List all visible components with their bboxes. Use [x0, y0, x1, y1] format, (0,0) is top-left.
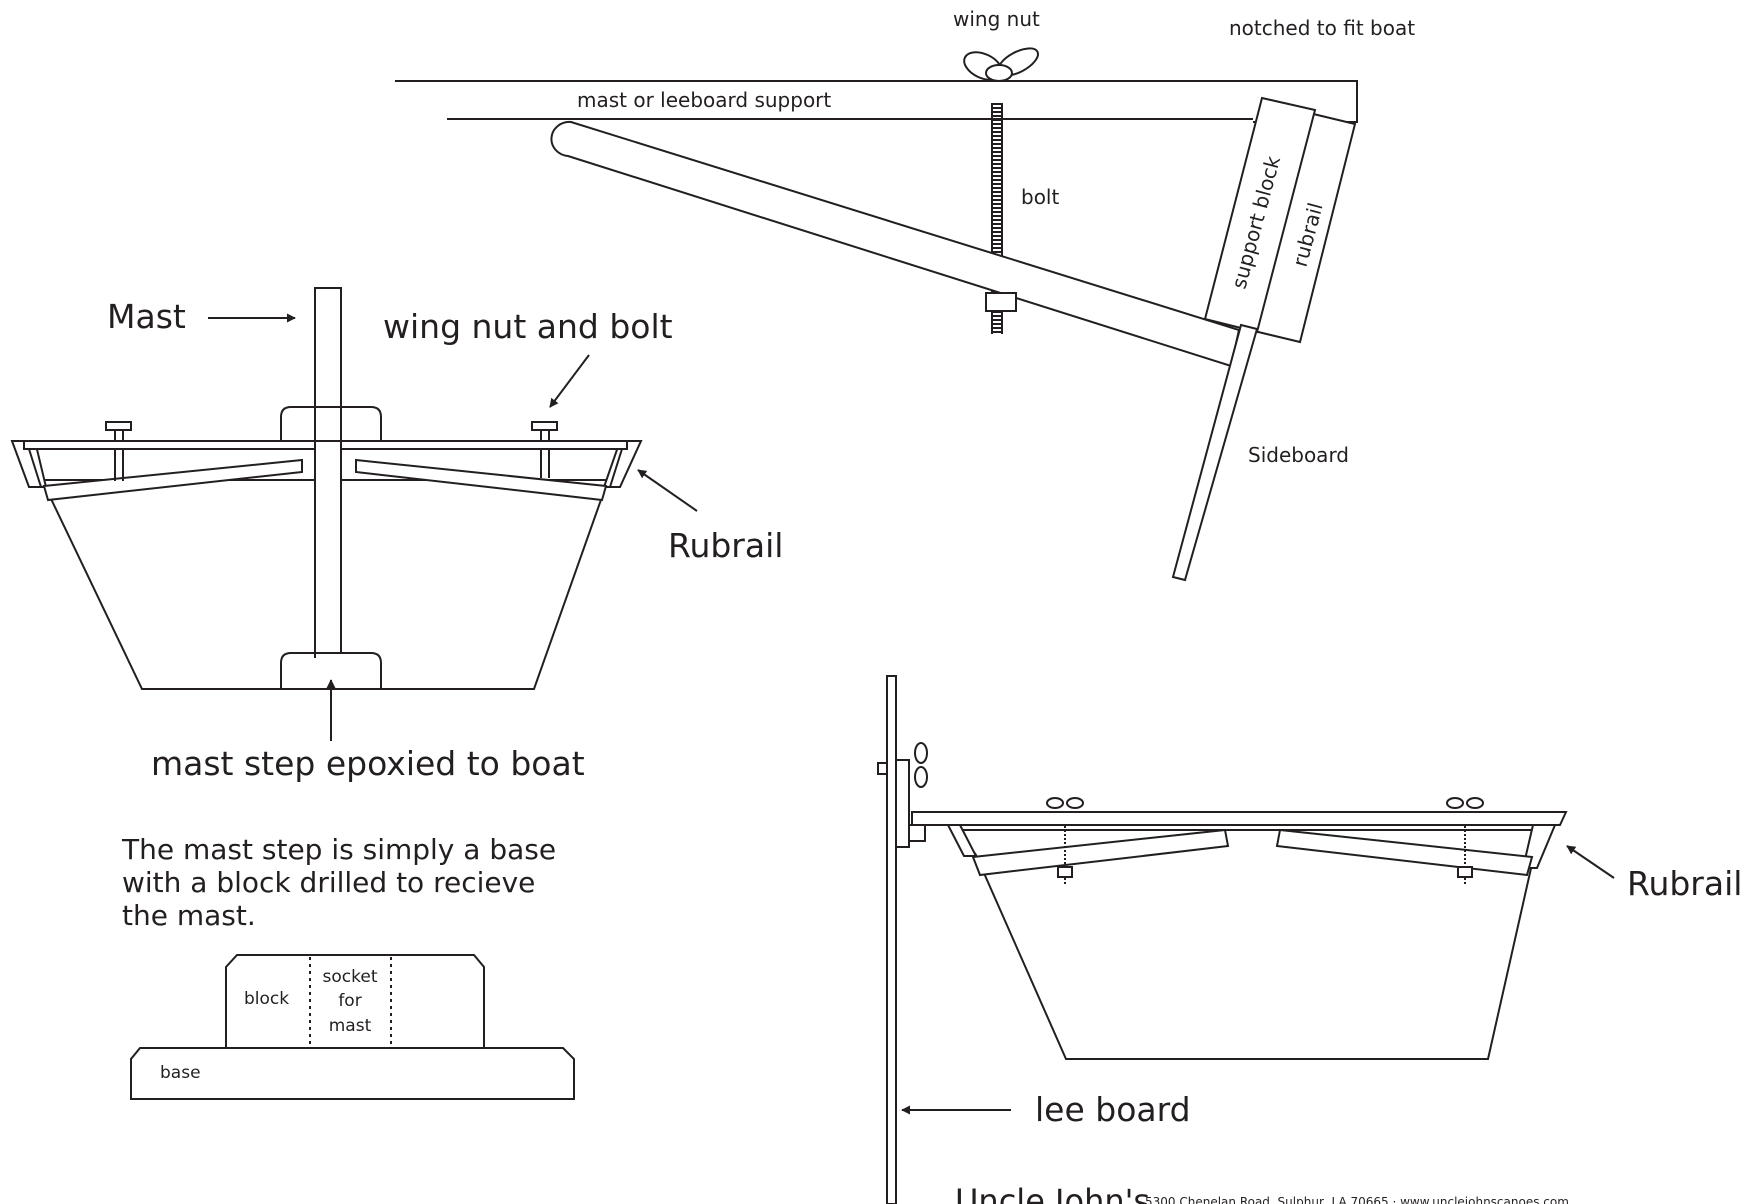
note-line-2: with a block drilled to recieve: [122, 866, 535, 899]
leeboard-rubrail-arrow: [1566, 845, 1615, 879]
lee-board: [886, 675, 897, 1204]
lee-board-label: lee board: [1035, 1090, 1191, 1129]
block-label: block: [244, 989, 289, 1009]
footer: Uncle John's 5300 Chenelan Road, Sulphur…: [955, 1182, 1569, 1204]
leeboard-cross-section: Rubrail lee board: [877, 675, 1742, 1204]
socket-label-1: socket: [323, 967, 378, 987]
mast-step-detail: block socket for mast base: [130, 954, 575, 1100]
mast-label: Mast: [107, 297, 186, 336]
leeboard-clamp: [895, 759, 910, 848]
support-bracket-detail: wing nut notched to fit boat mast or lee…: [395, 7, 1415, 582]
rubrail-arrow: [637, 469, 698, 512]
brand-name: Uncle John's: [955, 1182, 1150, 1204]
note-line-3: the mast.: [122, 899, 256, 932]
bolt-head-left: [105, 421, 132, 431]
brace-right: [355, 458, 608, 502]
sideboard-label: Sideboard: [1248, 443, 1349, 467]
mast-step: [280, 652, 382, 690]
wing-nut-icon: [1446, 797, 1484, 809]
bolt-head-right: [531, 421, 558, 431]
mast: [314, 287, 342, 659]
step-base: [130, 1047, 575, 1100]
wing-nut-icon: [914, 742, 928, 788]
rubrail-label-mast: Rubrail: [668, 526, 783, 565]
support-beam-label: mast or leeboard support: [577, 88, 831, 112]
leeboard-brace-right: [1275, 828, 1534, 877]
base-label: base: [160, 1063, 201, 1083]
footer-address: 5300 Chenelan Road, Sulphur, LA 70665 · …: [1145, 1195, 1569, 1204]
diagonal-brace: [550, 120, 1241, 368]
step-block: [225, 954, 485, 1049]
note-line-1: The mast step is simply a base: [121, 833, 556, 866]
notched-label: notched to fit boat: [1229, 16, 1415, 40]
bolt-nut: [985, 292, 1017, 312]
wing-nut-icon: [963, 47, 1039, 82]
mast-step-label: mast step epoxied to boat: [151, 744, 585, 783]
bolt-label: bolt: [1021, 185, 1059, 209]
sideboard-plank: [1171, 323, 1259, 582]
leeboard-rubrail-label: Rubrail: [1627, 864, 1742, 903]
wing-nut-icon: [1046, 797, 1084, 809]
brace-left: [42, 458, 303, 502]
mast-step-note: The mast step is simply a base with a bl…: [121, 833, 556, 932]
leeboard-support: [911, 811, 1568, 826]
wing-nut-bolt-label: wing nut and bolt: [383, 307, 673, 346]
wing-nut-label: wing nut: [953, 7, 1040, 31]
leeboard-brace-left: [971, 828, 1230, 877]
socket-label-3: mast: [329, 1016, 372, 1036]
mast-cross-section: Mast wing nut and bolt Rubrail mast step…: [10, 287, 783, 783]
mast-collar: [280, 406, 382, 442]
support-beam: [395, 80, 1358, 123]
socket-label-2: for: [338, 991, 361, 1011]
wing-nut-arrow: [549, 354, 590, 408]
